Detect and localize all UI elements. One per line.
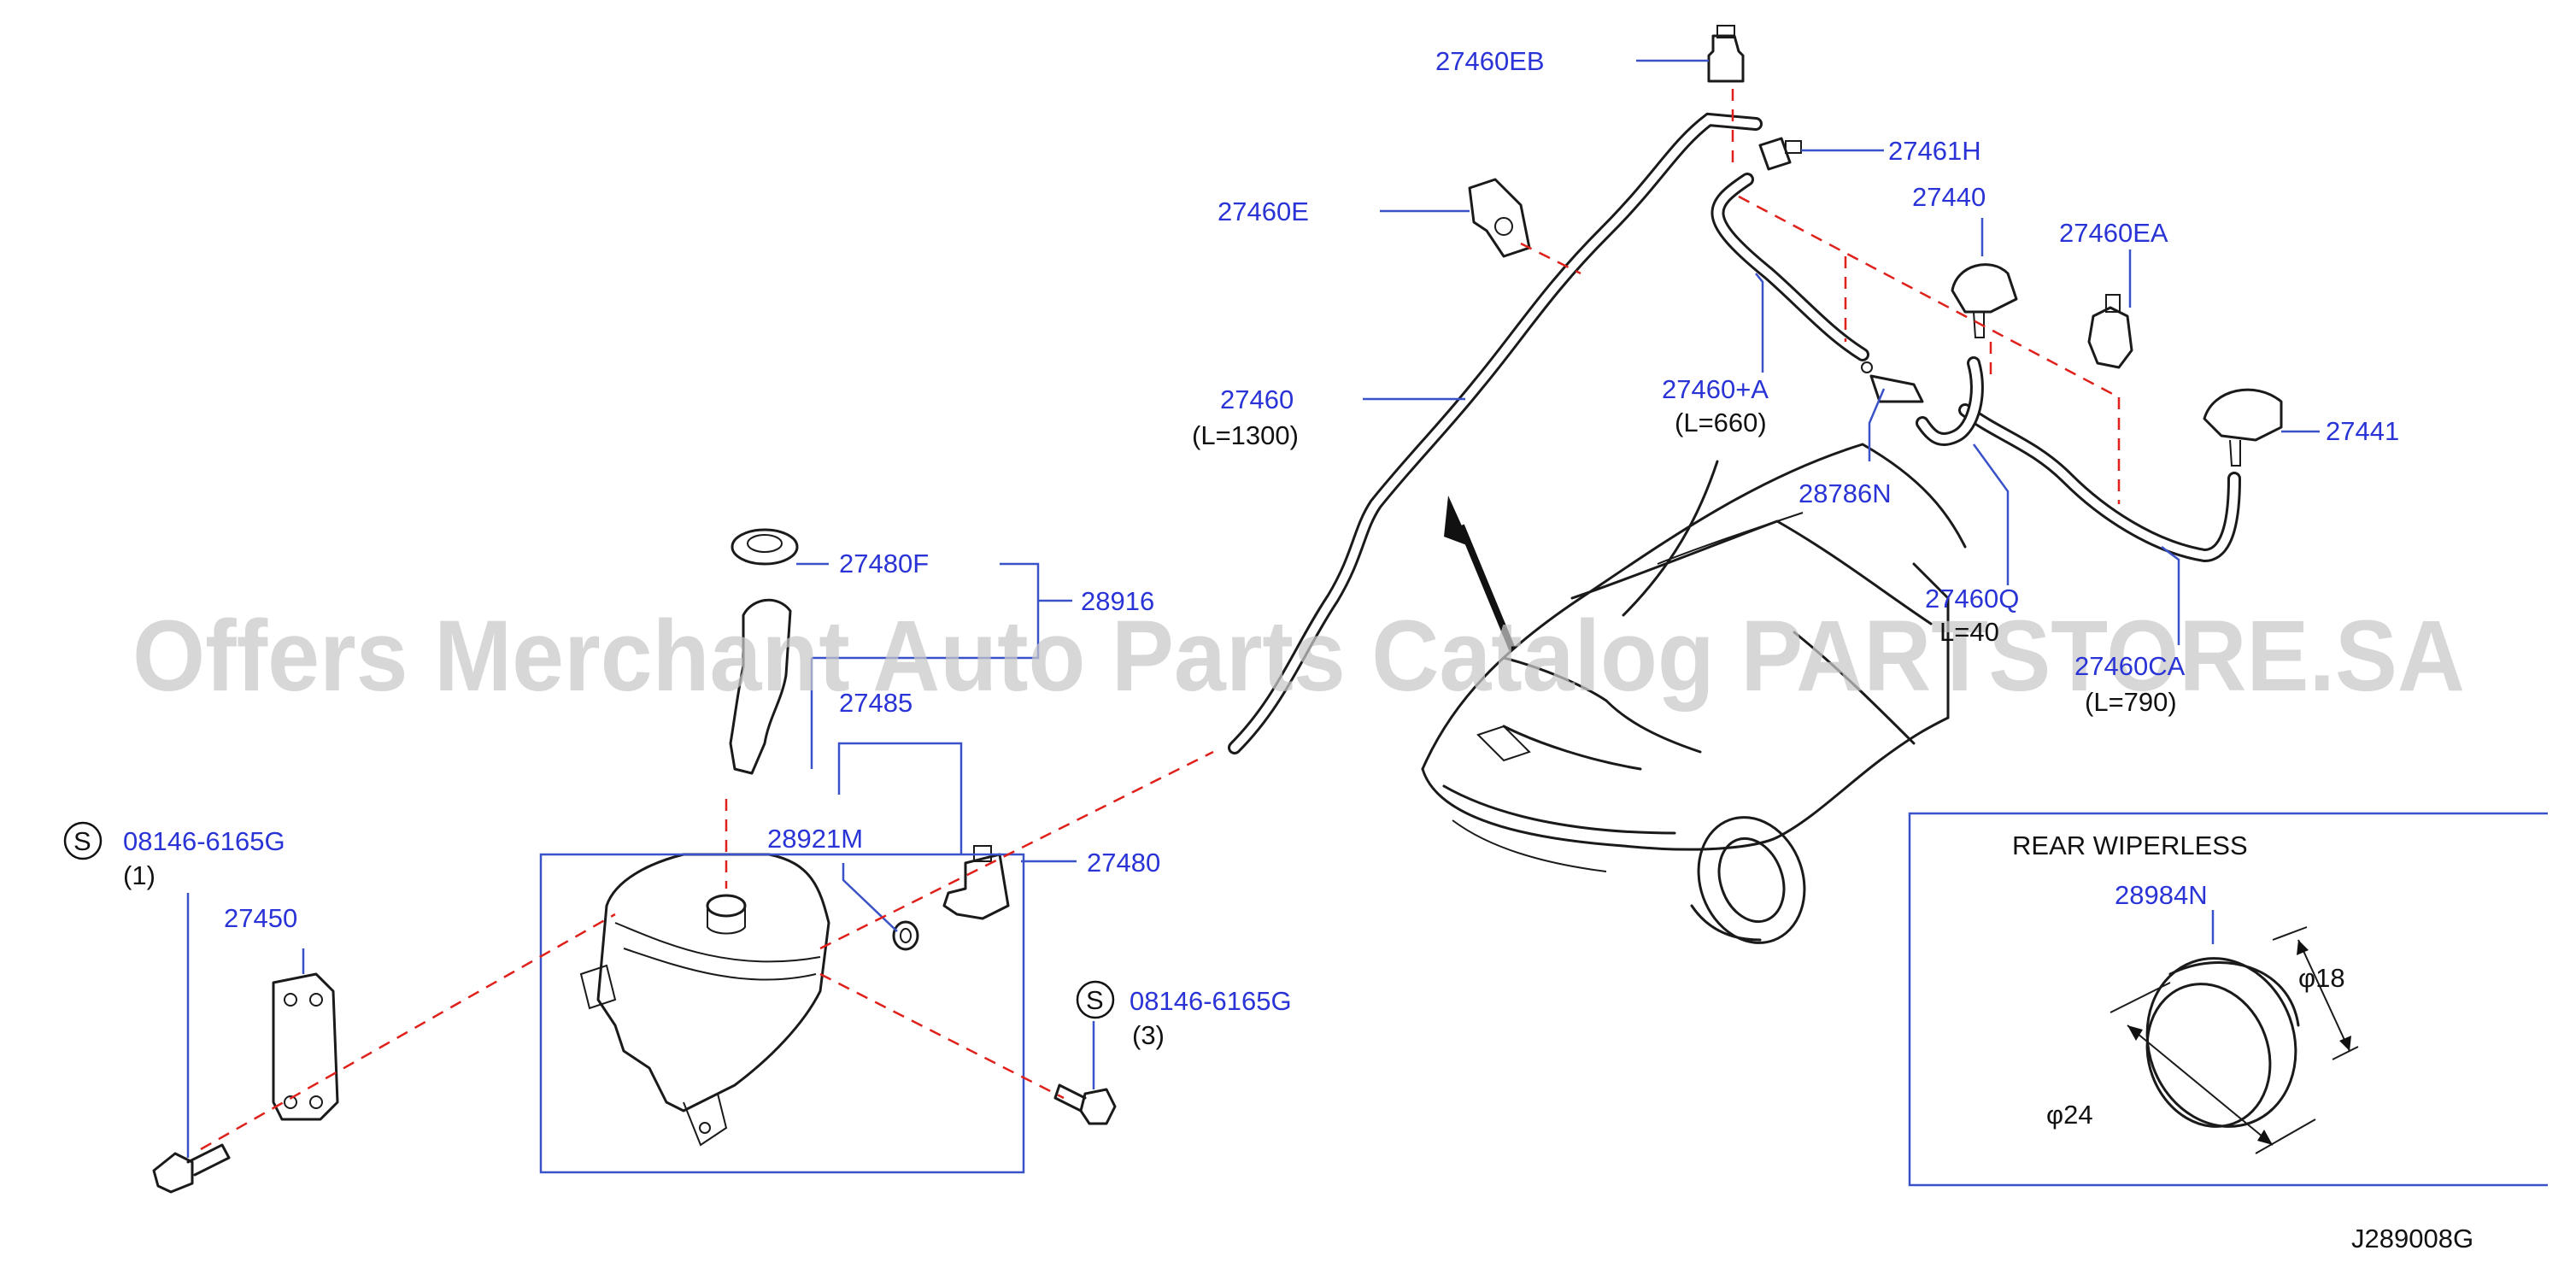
length-27460Q: L=40 — [1939, 617, 1999, 647]
label-27460[interactable]: 27460 — [1220, 385, 1294, 414]
car-illustration — [1421, 443, 1967, 944]
tank-box — [539, 853, 1025, 1174]
bolt-1 — [152, 1143, 231, 1194]
bracket-27450 — [272, 972, 339, 1121]
nozzle-27441 — [2203, 388, 2283, 467]
label-27480F[interactable]: 27480F — [839, 549, 929, 578]
check-valve-28786N — [1861, 361, 1924, 403]
s-marker-1 — [63, 821, 103, 860]
label-bolt-1[interactable]: 08146-6165G — [123, 826, 285, 856]
hose-27460Q — [1916, 356, 1984, 446]
dim-phi18: φ18 — [2298, 963, 2345, 993]
cap-27480F — [731, 528, 799, 566]
s-mark-1: S — [73, 826, 91, 856]
length-27460A: (L=660) — [1675, 408, 1767, 437]
label-27460EB[interactable]: 27460EB — [1435, 46, 1545, 76]
label-27461H[interactable]: 27461H — [1888, 136, 1981, 166]
watermark: Offers Merchant Auto Parts Catalog PARTS… — [132, 600, 2465, 713]
label-28786N[interactable]: 28786N — [1799, 478, 1892, 508]
qty-bolt-2: (3) — [1132, 1020, 1165, 1050]
qty-bolt-1: (1) — [123, 860, 155, 890]
label-bolt-2[interactable]: 08146-6165G — [1130, 986, 1292, 1016]
rear-wiperless-labels: REAR WIPERLESS 28984N φ18 φ24 — [2012, 831, 2345, 1130]
hose-27460CA — [1958, 403, 2241, 563]
rear-wiperless-title: REAR WIPERLESS — [2012, 831, 2248, 860]
connector-27461H — [1758, 137, 1802, 171]
s-mark-2: S — [1086, 985, 1104, 1015]
bolt-3 — [1053, 1083, 1117, 1125]
filler-neck-27485 — [729, 598, 792, 775]
clip-27460EA — [2087, 294, 2133, 369]
label-27450[interactable]: 27450 — [224, 903, 297, 933]
label-28984N[interactable]: 28984N — [2115, 880, 2208, 910]
hose-27460A — [1710, 173, 1869, 361]
label-27441[interactable]: 27441 — [2326, 416, 2399, 446]
label-27480[interactable]: 27480 — [1087, 848, 1160, 878]
label-27460CA[interactable]: 27460CA — [2074, 651, 2186, 681]
label-27485[interactable]: 27485 — [839, 688, 912, 718]
label-28916[interactable]: 28916 — [1081, 586, 1154, 616]
diagram-code: J289008G — [2351, 1224, 2473, 1253]
label-27440[interactable]: 27440 — [1912, 182, 1986, 212]
label-27460A[interactable]: 27460+A — [1662, 374, 1769, 404]
nozzle-27440 — [1951, 263, 2018, 338]
plug-28984N — [2110, 926, 2359, 1154]
grommet-28921M — [892, 920, 919, 951]
s-marker-2 — [1076, 980, 1115, 1019]
rear-wiperless-box — [1908, 812, 2548, 1187]
joint-27460EB — [1707, 25, 1745, 83]
label-27460EA[interactable]: 27460EA — [2059, 218, 2168, 248]
part-labels: 27460EB 27461H 27460E 27440 27460EA 2746… — [73, 46, 2399, 1050]
length-27460CA: (L=790) — [2085, 687, 2177, 717]
hose-27460 — [1228, 112, 1763, 754]
tank-assembly — [579, 853, 830, 1147]
length-27460: (L=1300) — [1192, 420, 1299, 450]
clip-27460E — [1468, 178, 1531, 258]
dashed-lines — [200, 85, 2121, 1151]
label-27460Q[interactable]: 27460Q — [1925, 584, 2019, 613]
label-27460E[interactable]: 27460E — [1218, 197, 1309, 226]
dim-phi24: φ24 — [2046, 1100, 2093, 1130]
label-28921M[interactable]: 28921M — [767, 824, 863, 854]
leader-lines — [186, 59, 2320, 1158]
